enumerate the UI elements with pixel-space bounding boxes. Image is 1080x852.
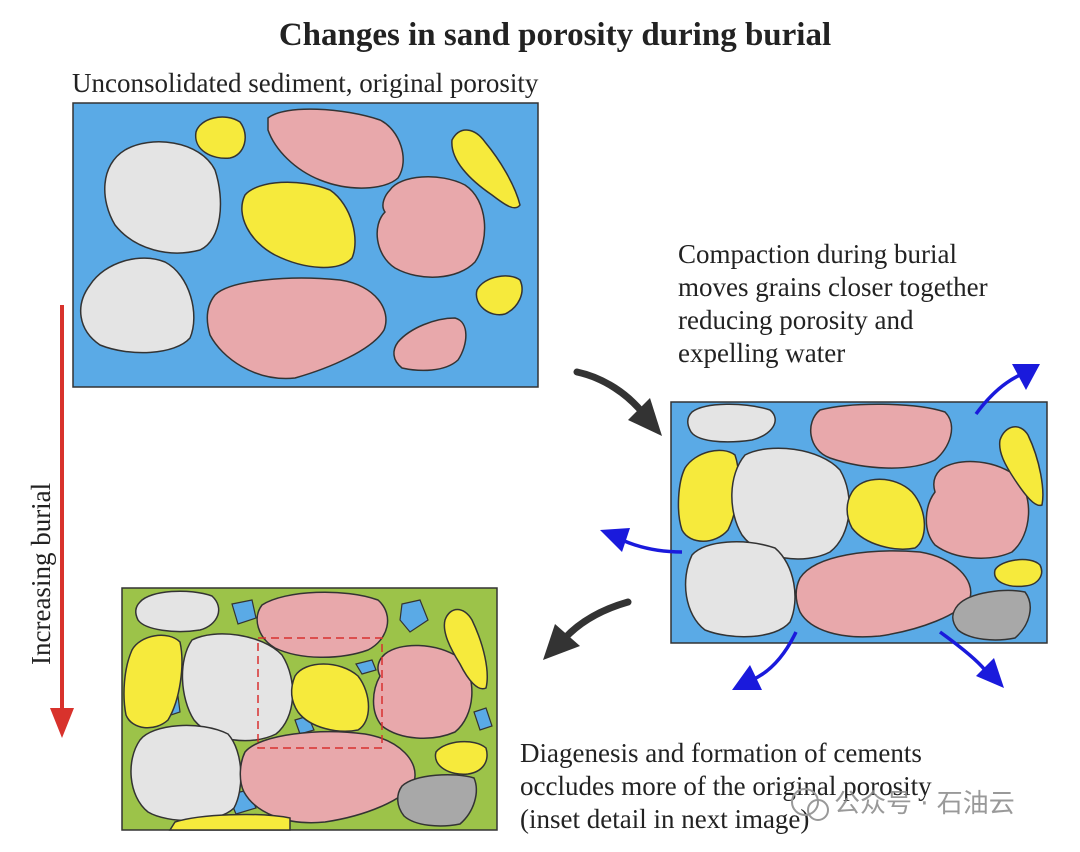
rock-fragment-grain: [397, 773, 478, 827]
caption-compaction-line: Compaction during burial: [678, 239, 957, 269]
quartz-grain: [687, 403, 776, 443]
lithic-grain: [993, 558, 1043, 588]
caption-unconsolidated: Unconsolidated sediment, original porosi…: [72, 68, 539, 98]
process-arrow-shaft: [573, 368, 646, 416]
caption-diagenesis: Diagenesis and formation of cements occl…: [520, 738, 932, 834]
burial-arrow-head: [50, 708, 74, 738]
watermark-text: 公众号 · 石油云: [834, 789, 1015, 819]
process-arrow-head: [628, 398, 662, 436]
lithic-grain: [846, 478, 926, 550]
caption-compaction-line: reducing porosity and: [678, 305, 914, 335]
water-arrow: [732, 631, 798, 690]
feldspar-grain: [206, 277, 387, 380]
burial-axis-label: Increasing burial: [26, 483, 56, 665]
caption-diagenesis-line: Diagenesis and formation of cements: [520, 738, 922, 768]
feldspar-grain: [239, 731, 416, 824]
quartz-grain: [135, 590, 220, 633]
residual-pore: [355, 659, 377, 675]
feldspar-grain: [372, 644, 473, 739]
process-arrow-shaft: [561, 598, 632, 642]
diagram-title: Changes in sand porosity during burial: [279, 17, 831, 53]
feldspar-grain: [376, 176, 486, 278]
lithic-grain: [443, 608, 488, 690]
panel-cemented: [121, 587, 498, 831]
water-expulsion-arrows: [600, 364, 1040, 690]
caption-diagenesis-line: (inset detail in next image): [520, 804, 809, 834]
caption-compaction-line: moves grains closer together: [678, 272, 988, 302]
water-arrow-shaft: [621, 538, 683, 554]
process-arrow-diagenesis: [543, 598, 632, 660]
water-arrow-head: [976, 658, 1004, 688]
watermark: 公众号 · 石油云: [791, 788, 1015, 821]
lithic-grain: [434, 740, 488, 775]
lithic-grain: [677, 449, 740, 542]
lithic-grain: [475, 275, 523, 316]
water-arrow: [600, 528, 683, 554]
residual-pore: [473, 707, 493, 731]
residual-pore: [231, 599, 257, 625]
process-arrow-compaction: [573, 368, 662, 436]
process-arrow-head: [543, 624, 580, 660]
feldspar-grain: [810, 403, 953, 469]
feldspar-grain: [795, 550, 972, 638]
water-arrow-shaft: [974, 373, 1021, 416]
lithic-grain: [290, 663, 370, 732]
residual-pore: [399, 599, 429, 633]
burial-axis: Increasing burial: [26, 305, 74, 738]
water-arrow-head: [732, 665, 762, 690]
quartz-grain: [181, 633, 294, 742]
water-arrow-head: [1012, 364, 1040, 390]
quartz-grain: [80, 257, 195, 354]
caption-diagenesis-line: occludes more of the original porosity: [520, 771, 932, 801]
lithic-grain: [998, 426, 1044, 507]
panel-unconsolidated: [72, 102, 539, 388]
rock-fragment-grain: [952, 589, 1031, 641]
lithic-grain: [123, 634, 183, 729]
caption-compaction: Compaction during burial moves grains cl…: [678, 239, 988, 368]
feldspar-grain: [267, 108, 404, 189]
feldspar-grain: [925, 460, 1030, 559]
water-arrow-head: [600, 528, 630, 552]
water-arrow: [938, 630, 1004, 688]
lithic-grain: [451, 129, 521, 209]
quartz-grain: [684, 541, 796, 638]
water-arrow-shaft: [751, 631, 798, 682]
lithic-grain: [168, 813, 291, 831]
feldspar-grain: [393, 317, 467, 372]
lithic-grain: [195, 116, 246, 159]
panel-compacted: [670, 401, 1048, 644]
water-arrow: [974, 364, 1040, 416]
wechat-logo-icon: [807, 799, 829, 821]
caption-compaction-line: expelling water: [678, 338, 845, 368]
feldspar-grain: [256, 591, 389, 658]
wechat-logo-icon: [791, 788, 819, 816]
quartz-grain: [731, 447, 851, 560]
water-arrow-shaft: [938, 630, 987, 672]
lithic-grain: [241, 181, 356, 269]
quartz-grain: [104, 141, 222, 254]
quartz-grain: [130, 724, 242, 822]
